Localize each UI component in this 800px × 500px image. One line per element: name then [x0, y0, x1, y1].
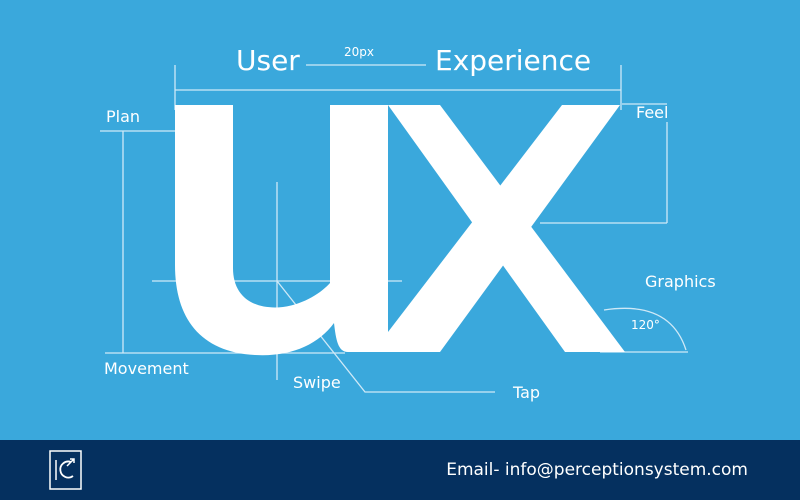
- experience-label: Experience: [435, 44, 592, 77]
- feel-label: Feel: [636, 103, 669, 122]
- graphics-label: Graphics: [645, 272, 716, 291]
- swipe-label: Swipe: [293, 373, 341, 392]
- movement-label: Movement: [104, 359, 189, 378]
- footer: Email- info@perceptionsystem.com: [0, 440, 800, 500]
- user-label: User: [236, 44, 300, 77]
- perception-system-logo-icon: [49, 450, 82, 490]
- angle-label: 120°: [631, 318, 660, 332]
- footer-email[interactable]: Email- info@perceptionsystem.com: [446, 460, 748, 480]
- letter-u: [175, 105, 388, 356]
- letter-x-arm-2: [388, 105, 620, 352]
- ux-illustration: [100, 64, 688, 393]
- plan-label: Plan: [106, 107, 141, 126]
- tap-label: Tap: [513, 383, 541, 402]
- spacing-label: 20px: [344, 45, 374, 59]
